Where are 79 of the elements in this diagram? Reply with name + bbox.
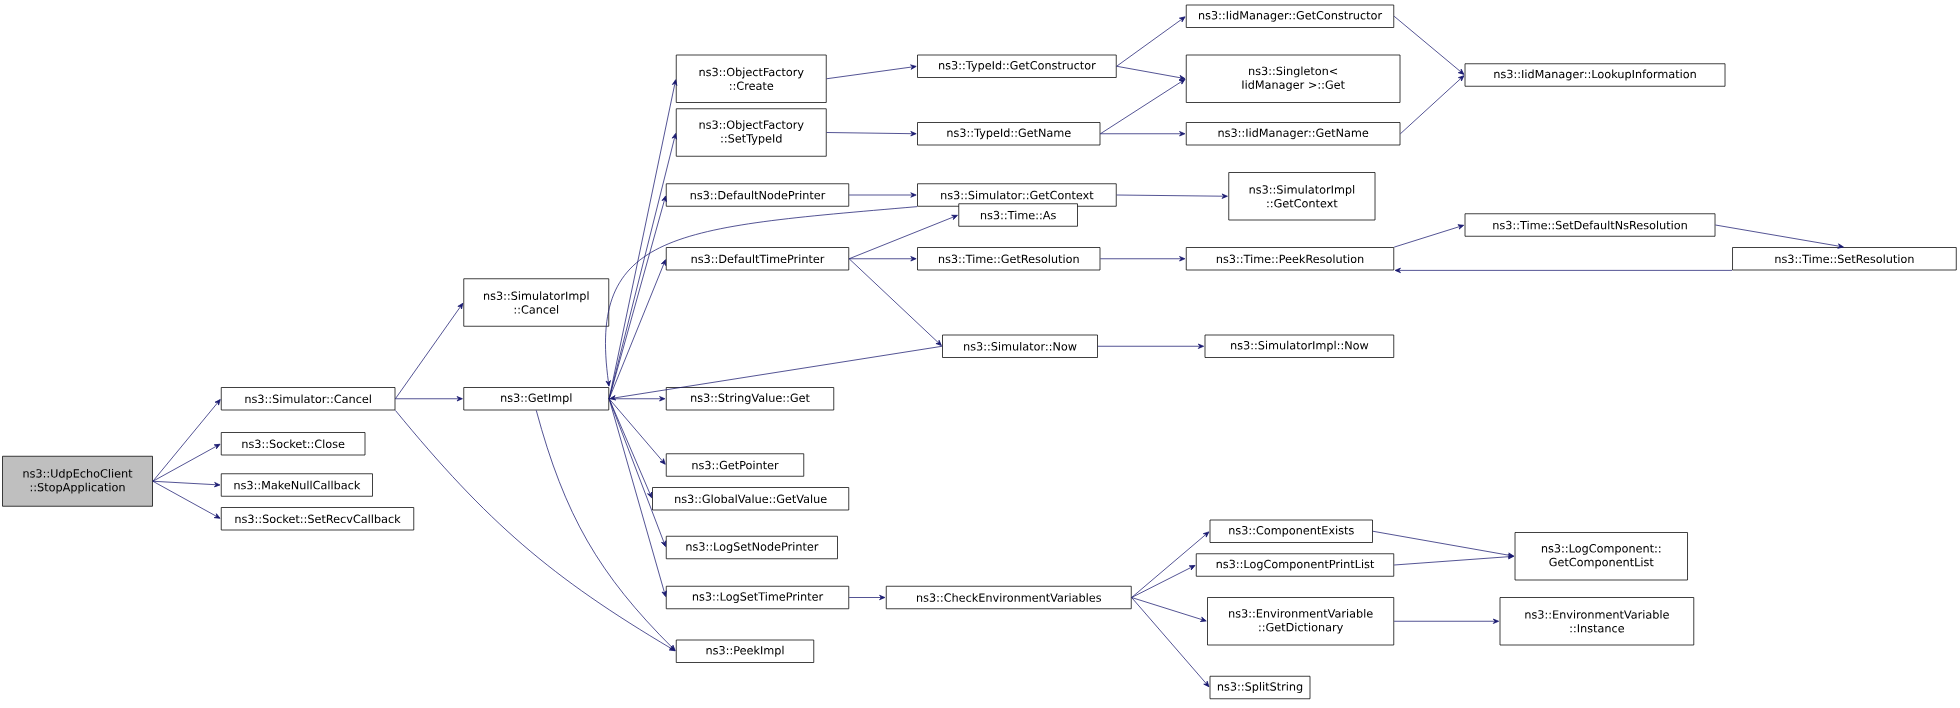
- function-box: ns3::GlobalValue::GetValue: [652, 487, 850, 511]
- function-box: ns3::SimulatorImpl ::Cancel: [463, 278, 610, 327]
- arrow: [1116, 16, 1186, 67]
- function-box: ns3::Simulator::Now: [942, 334, 1098, 359]
- function-box: ns3::Singleton< IidManager >::Get: [1185, 54, 1401, 104]
- function-box: ns3::MakeNullCallback: [220, 473, 373, 497]
- function-box: ns3::EnvironmentVariable ::GetDictionary: [1207, 597, 1395, 646]
- arrow: [608, 259, 666, 400]
- arrow: [395, 410, 676, 652]
- arrow: [152, 444, 221, 482]
- arrow: [1400, 75, 1465, 135]
- function-box: ns3::IidManager::GetName: [1185, 122, 1401, 146]
- arrow: [152, 481, 221, 488]
- function-box: ns3::LogSetNodePrinter: [665, 536, 838, 560]
- function-box: ns3::LogComponentPrintList: [1195, 553, 1395, 577]
- arrow: [1100, 131, 1186, 137]
- function-box: ns3::GetPointer: [665, 453, 805, 477]
- arrow: [395, 396, 463, 402]
- function-box: ns3::Time::As: [958, 203, 1078, 227]
- arrow: [848, 215, 958, 260]
- function-box: ns3::Simulator::GetContext: [917, 183, 1117, 207]
- arrow: [1393, 16, 1465, 75]
- arrow: [848, 595, 886, 601]
- function-box: ns3::GetImpl: [463, 387, 610, 411]
- function-box: ns3::Time::GetResolution: [917, 247, 1101, 271]
- arrow: [1393, 554, 1515, 566]
- function-box: ns3::StringValue::Get: [665, 387, 835, 411]
- function-box: ns3::ObjectFactory ::Create: [675, 54, 827, 104]
- arrow: [1393, 618, 1500, 625]
- function-box: ns3::Simulator::Cancel: [220, 387, 396, 411]
- function-box: ns3::DefaultNodePrinter: [665, 183, 850, 207]
- function-box: ns3::SimulatorImpl ::GetContext: [1228, 172, 1376, 221]
- arrow: [1394, 268, 1733, 274]
- function-box: ns3::UdpEchoClient ::StopApplication: [2, 456, 153, 507]
- arrow: [535, 410, 676, 652]
- arrow: [1131, 597, 1207, 623]
- function-box: ns3::TypeId::GetName: [917, 122, 1101, 146]
- arrow: [605, 206, 918, 387]
- arrow: [395, 303, 464, 400]
- function-box: ns3::Time::SetDefaultNsResolution: [1464, 213, 1716, 237]
- function-box: ns3::Time::PeekResolution: [1185, 247, 1395, 271]
- arrow: [1100, 256, 1186, 262]
- function-box: ns3::LogSetTimePrinter: [665, 586, 850, 610]
- function-box: ns3::LogComponent:: GetComponentList: [1514, 532, 1688, 581]
- arrow: [608, 398, 666, 465]
- function-box: ns3::Socket::Close: [220, 432, 366, 456]
- function-box: ns3::ObjectFactory ::SetTypeId: [675, 108, 827, 157]
- function-box: ns3::Socket::SetRecvCallback: [220, 507, 415, 531]
- function-box: ns3::CheckEnvironmentVariables: [885, 586, 1132, 610]
- arrow: [848, 256, 917, 262]
- arrow: [848, 258, 942, 347]
- arrow: [1131, 531, 1210, 599]
- function-box: ns3::DefaultTimePrinter: [665, 247, 850, 271]
- arrow: [608, 398, 667, 598]
- arrow: [608, 398, 653, 499]
- arrow: [1715, 224, 1844, 249]
- function-box: ns3::ComponentExists: [1209, 519, 1373, 544]
- function-box: ns3::SimulatorImpl::Now: [1204, 334, 1395, 359]
- arrow: [152, 399, 221, 482]
- function-box: ns3::EnvironmentVariable ::Instance: [1499, 597, 1695, 646]
- arrow: [1131, 565, 1196, 599]
- function-box: ns3::PeekImpl: [675, 639, 815, 664]
- arrow: [152, 481, 221, 519]
- arrow: [826, 131, 917, 137]
- arrow: [1393, 224, 1465, 248]
- function-box: ns3::SplitString: [1209, 676, 1311, 700]
- arrow: [1131, 597, 1210, 688]
- function-box: ns3::IidManager::GetConstructor: [1185, 4, 1395, 29]
- arrow: [1372, 531, 1515, 558]
- arrow: [1116, 193, 1228, 200]
- function-box: ns3::TypeId::GetConstructor: [917, 54, 1117, 79]
- arrow: [1100, 79, 1186, 135]
- function-box: ns3::Time::SetResolution: [1732, 247, 1957, 271]
- arrow: [1116, 66, 1186, 81]
- arrow: [826, 64, 917, 80]
- arrow: [1097, 343, 1205, 350]
- arrow: [609, 346, 943, 401]
- function-box: ns3::IidManager::LookupInformation: [1464, 63, 1726, 87]
- arrow: [848, 192, 917, 198]
